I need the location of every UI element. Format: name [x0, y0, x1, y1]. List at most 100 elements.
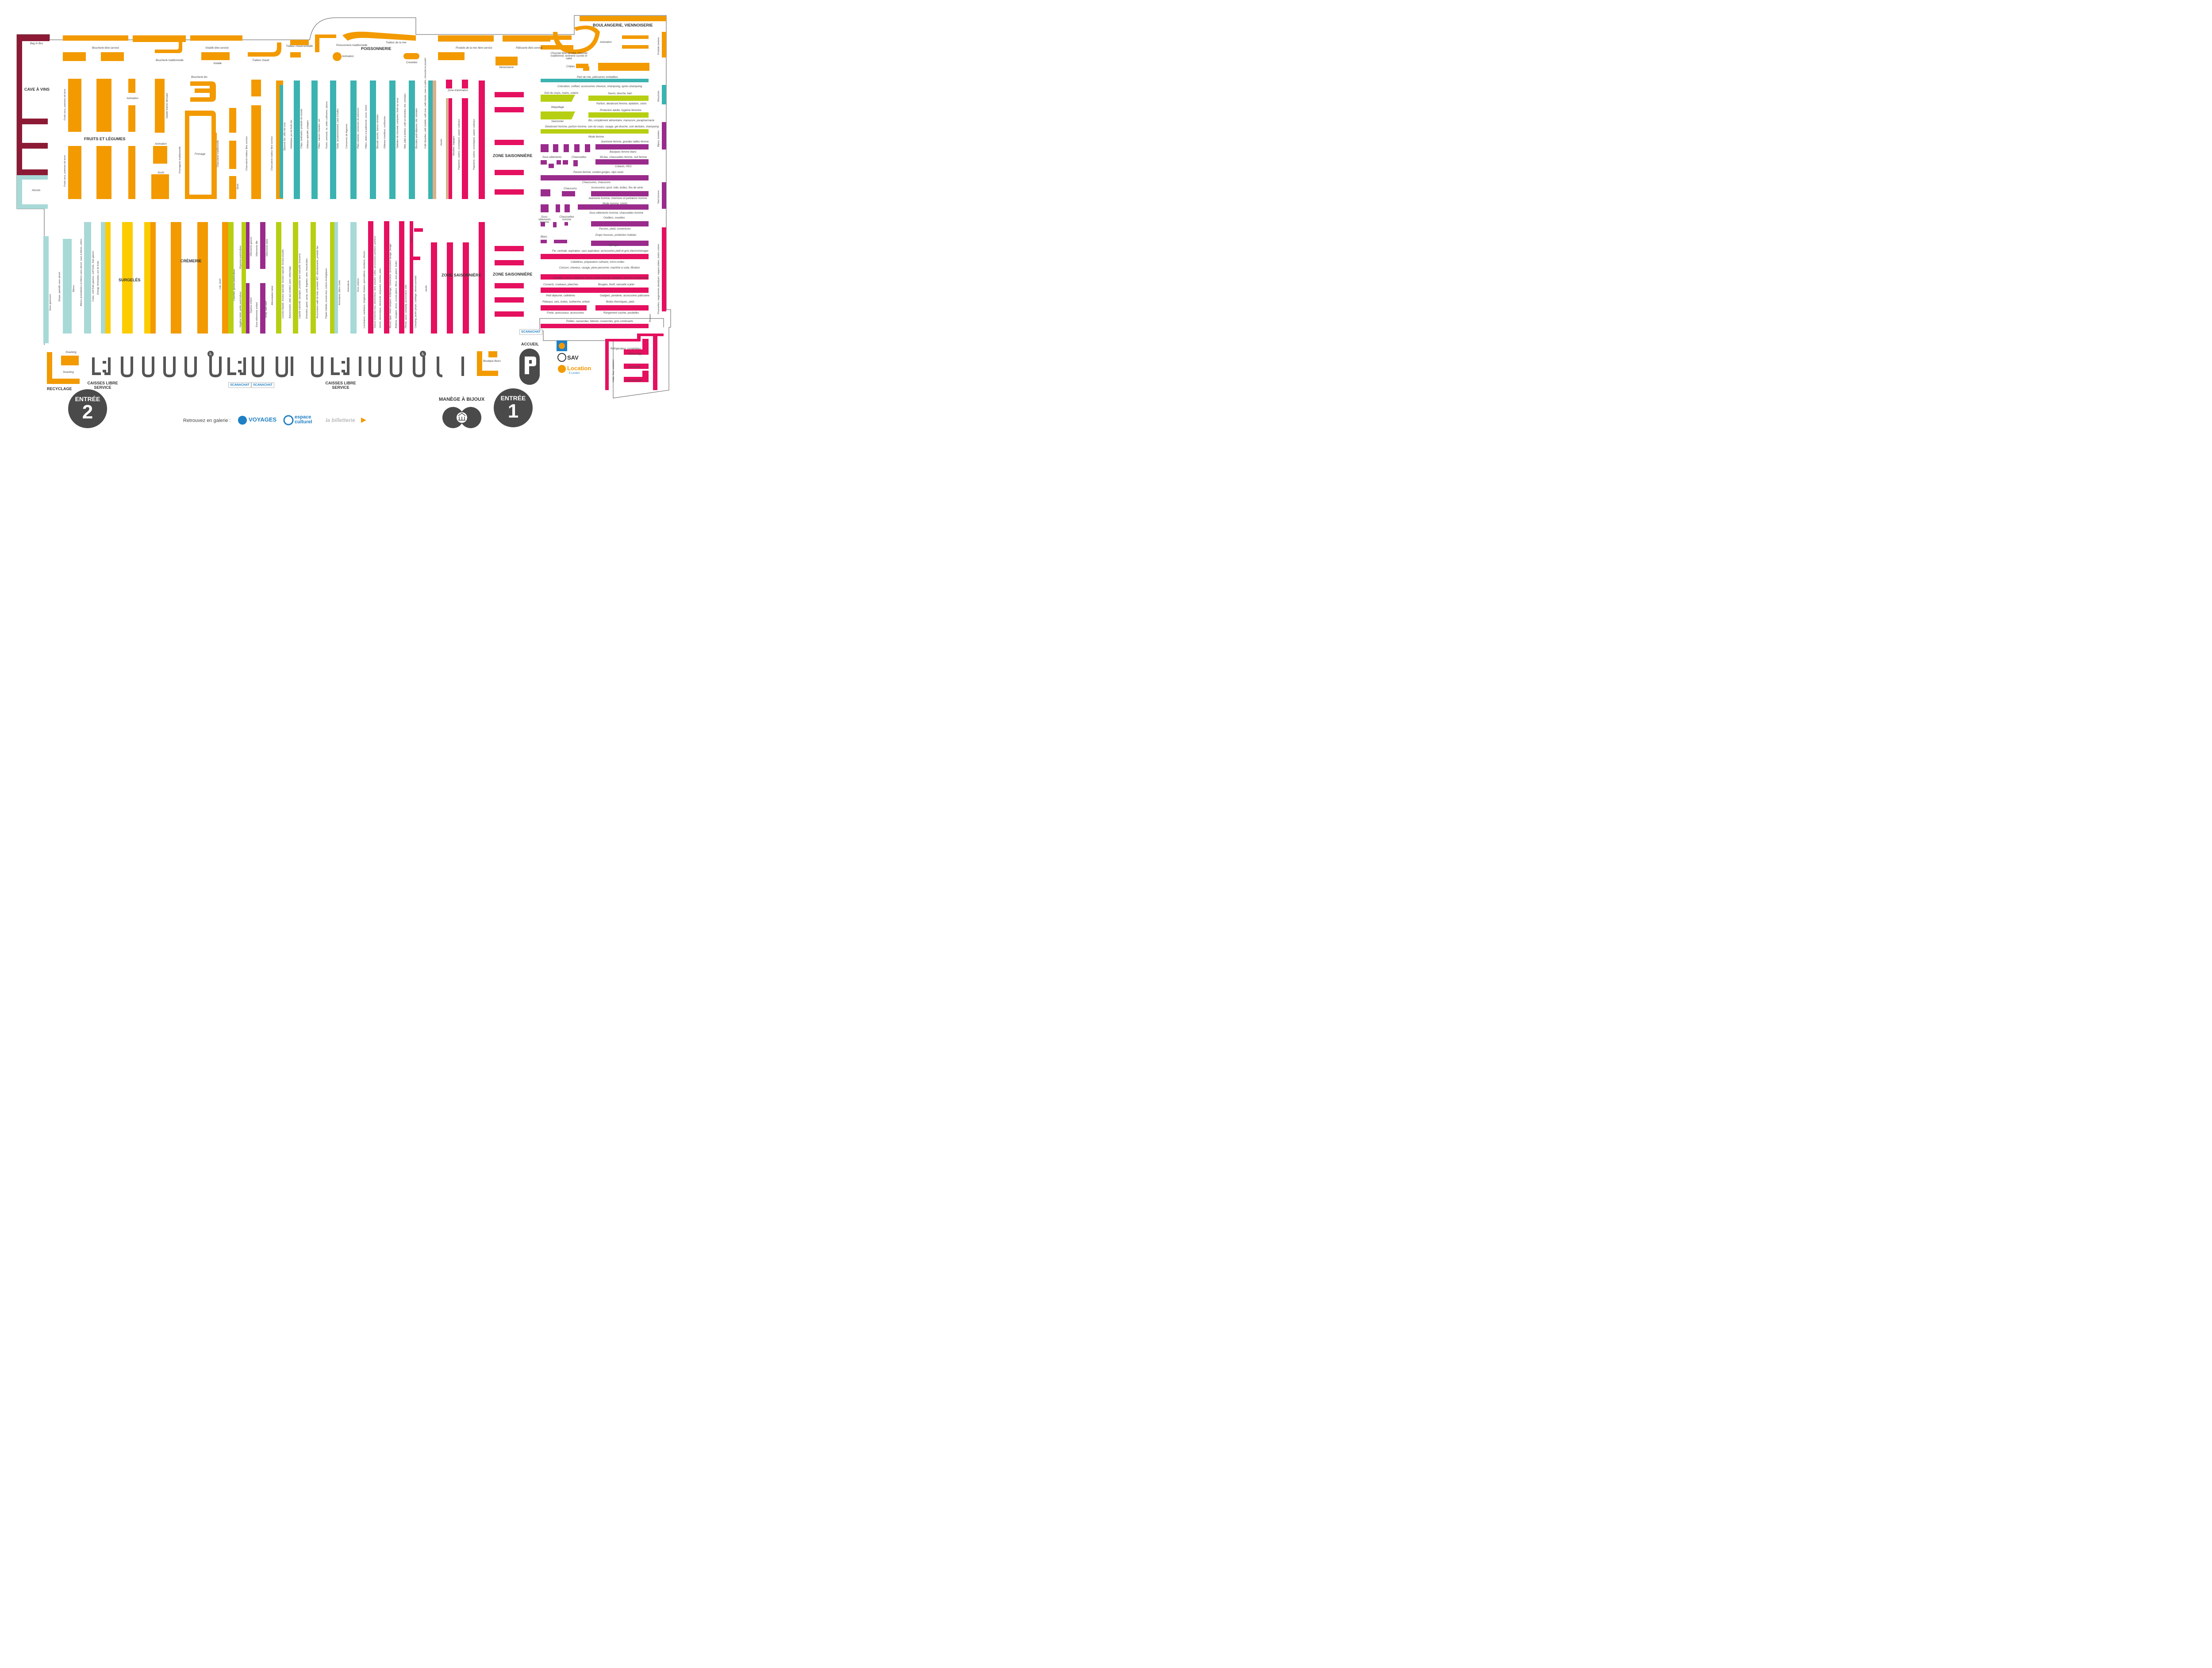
vlbl-animalerie-chats: Animalerie, litière chats [338, 280, 341, 305]
vlbl-charcuterie-ls: Charcuterie traiteur libre service [246, 136, 248, 171]
vlbl-fruits-secs-2: Fruits secs, pommes de terre [64, 155, 66, 187]
lbl-fromage: Fromage [195, 153, 206, 156]
lbl-rangement: Rangement cuisine, poubelles [603, 312, 639, 314]
vlbl-charcuterie-ls-2: Charcuterie traiteur libre service [271, 136, 273, 171]
vlbl-biscottes: Biscottes petit déjeuner, thé, céréales [415, 108, 418, 149]
lbl-protection: Protection adulte, hygiène féminine [600, 109, 641, 112]
lbl-cafetieres: Cafetières, préparation culinaire, micro… [571, 261, 625, 264]
vlbl-colas: Colas, soft fruits gazeux, soft fruits, … [92, 251, 95, 302]
lbl-crepes: Crêpes [566, 65, 575, 68]
vlbl-pyjama: Pyjama enfant [250, 297, 253, 313]
lbl-jeannerie-femme: Jeannerie femme, grandes tailles femme [601, 141, 649, 143]
section-surgeles: SURGELÉS [119, 278, 141, 282]
billetterie-icon [361, 418, 366, 423]
lbl-lave-linge: Lave-linge [628, 366, 641, 368]
dairy-aisles [47, 222, 498, 384]
self-checkout-2 [227, 357, 246, 375]
lbl-boutique: Boutique fleurs [483, 360, 501, 363]
vlbl-adoucissants: Adoucissants, aide aux textiles, javel, … [289, 266, 292, 318]
vlbl-jardin: Jardin [425, 285, 428, 292]
lbl-pain: Pain de mie, pâtisseries emballées [577, 76, 618, 79]
vlbl-bieres: Bières [73, 285, 75, 292]
scanachat-accueil: SCANACHAT [519, 329, 542, 335]
info-icon [525, 357, 536, 374]
lbl-fer: Fer, centrale, aspirateur, sacs aspirate… [552, 250, 649, 253]
store-outline [16, 15, 671, 399]
vlbl-batterie: Batterie, bougies, livres, essuie-glace,… [395, 261, 398, 328]
lbl-produits-mer: Produits de la mer libre-service [456, 47, 492, 50]
location-leclerc: E.Leclerc [569, 372, 580, 375]
lbl-boites: Boites thermiques, plats [606, 301, 635, 303]
entree-2: ENTRÉE 2 [68, 389, 107, 428]
lbl-chaussons: Chaussons [564, 188, 577, 190]
lbl-sous-vet-homme-l: Sous-vêtements homme, chaussettes homme [589, 212, 644, 215]
vlbl-plats: Plats cuisinés, conserves de poissons [357, 107, 360, 149]
green-aisles [228, 79, 649, 334]
vlbl-fruits-secs: Fruits secs, pommes de terre [64, 88, 66, 120]
vlbl-saison-plein: Saison (chemins etc), désherbeur, bois, … [374, 236, 376, 328]
vlbl-vernis: Vernis, domestique, électricité, ampoule… [379, 268, 382, 328]
vlbl-hotte: Hotte, four, cuisinière [612, 359, 615, 382]
accessible-glyph-1: ♿ [209, 352, 212, 357]
vlbl-meubles: Meubles, bagages [453, 136, 455, 156]
vlbl-luminaires: Luminaires, sanitaires, tringlerie, fixa… [363, 251, 366, 328]
vlbl-mouchoirs: Mouchoirs [657, 90, 660, 102]
lbl-parfum: Parfum, déodorant femme, épilation, coto… [596, 103, 647, 105]
vlbl-energy: Energy, limonades, jus de fruits [97, 261, 100, 295]
lbl-mode-femme: Mode femme [588, 136, 604, 138]
lbl-jeannerie-homme: Jeannerie homme, chemises et pantalons h… [588, 197, 647, 200]
section-recyclage: RECYCLAGE [47, 387, 72, 391]
vlbl-camping: Camping, jardin (phyto, outillage, élect… [415, 276, 417, 328]
lbl-assiettes: Assiettes, vases, cadeaux, verres, petit… [553, 277, 649, 280]
lbl-animation-f2: Animation [155, 143, 167, 146]
lbl-refrig: Réfrigérateur, congélateur [611, 348, 641, 350]
section-boulangerie: BOULANGERIE, VIENNOISERIE [593, 23, 653, 27]
section-cremerie: CRÈMERIE [180, 259, 202, 263]
vlbl-vet-fille: Vêtements fille [256, 240, 258, 257]
sav-icon [557, 353, 566, 362]
lbl-basiques: Basiques femme blanc [610, 151, 637, 153]
vlbl-bijoux: Bijoux, lunettes [657, 130, 660, 147]
lbl-sushi: Sushi [157, 172, 165, 174]
lbl-bagin: Bag In Box [30, 42, 43, 45]
vlbl-moyenne: Moyenne puériculture [239, 245, 242, 269]
lbl-soin: Soin du corps, mains, solaire [544, 92, 579, 95]
vlbl-accessoires-sdb: Accessoires salle de bain, produits WC, … [316, 245, 319, 318]
vlbl-salade: Salade fraiche découpe [166, 93, 169, 119]
entree-1: ENTRÉE 1 [494, 388, 533, 427]
lbl-chaussettes: Chaussettes [572, 156, 587, 159]
self-checkout-1 [92, 357, 111, 375]
vlbl-oeufs: Œufs [237, 184, 239, 189]
lbl-saisonnier: Saisonnier [551, 120, 564, 123]
vlbl-huile: Huile, assaisonnement, cave à huiles [337, 108, 339, 149]
billetterie-label: la billetterie [326, 417, 355, 423]
jouets-shelf [433, 81, 436, 199]
scanachat-2: SCANACHAT [251, 382, 274, 388]
lbl-blanc: Blanc [541, 236, 548, 238]
lbl-eponges: Éponges [609, 244, 619, 247]
vlbl-animalerie: Animalerie [347, 280, 350, 292]
lbl-patisserie-ls: Pâtisserie libre-service [516, 47, 543, 50]
espace-icon [283, 415, 294, 426]
checkouts [92, 357, 349, 375]
vlbl-eaux: Eaux gazeuses [49, 294, 52, 311]
entree-1-label: ENTRÉE [500, 395, 526, 402]
textile-aisles [246, 122, 666, 334]
vlbl-couches: Couches, grosse puériculture [233, 269, 236, 301]
coloration-strip [541, 79, 649, 82]
lbl-boucherie-trad: Boucherie traditionnelle [156, 59, 184, 62]
vlbl-biscuits: Biscuits sucrés, barres céréales [376, 114, 379, 149]
lbl-traiteur-chaud: Traiteur chaud [252, 59, 269, 62]
vlbl-produits-bretons: Produits bretons [657, 37, 660, 55]
vlbl-lessive: Lessive liquide, lessive spéciale, lessi… [282, 249, 284, 318]
vlbl-tablettes: Tablettes de chocolat, compotes, fruits … [396, 98, 399, 149]
vlbl-body: Body, bain bain [265, 301, 268, 318]
lbl-mibas: Mi-bas, chaussettes femme, nuit femme [600, 156, 647, 159]
vlbl-entretien: Entretien, gants, spray, sols, lingettes… [306, 258, 308, 318]
vlbl-poussettes: Poussettes, rangements plastiques, nappe… [657, 244, 660, 314]
section-saison-mid: ZONE SAISONNIÈRE [442, 273, 481, 277]
vlbl-nuit-homme: Nuit homme [657, 190, 660, 203]
entree-2-number: 2 [82, 401, 93, 423]
caisses-2: CAISSES LIBRE SERVICE [325, 381, 356, 390]
vlbl-peche: Pêche, sport, camping, accessoires vélo [405, 284, 407, 328]
